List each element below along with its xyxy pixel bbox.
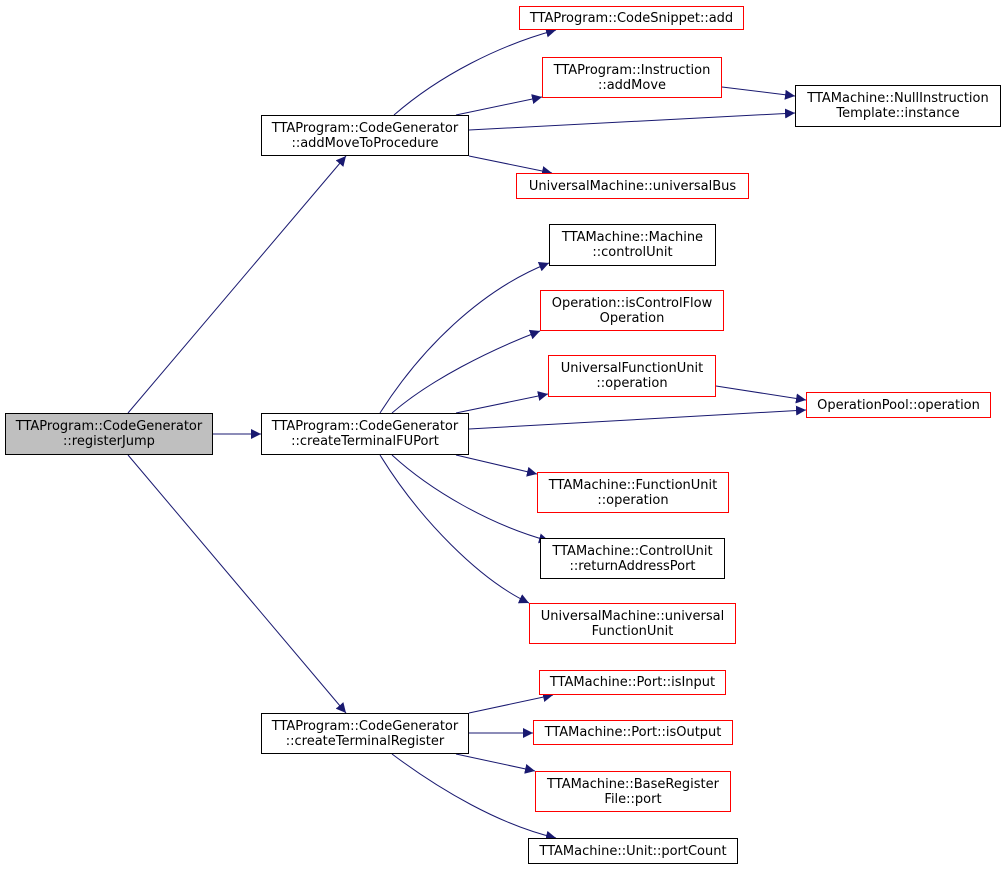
- edge-createTerminalFUPort-to-isControlFlowOperation: [391, 329, 541, 414]
- edge-root-to-addMoveToProcedure: [127, 155, 347, 414]
- node-universal-function-unit[interactable]: UniversalMachine::universal FunctionUnit: [529, 603, 736, 644]
- node-label-line2: ::operation: [597, 492, 669, 508]
- node-create-terminal-fu-port[interactable]: TTAProgram::CodeGenerator ::createTermin…: [261, 413, 469, 455]
- edge-createTerminalFUPort-to-functionUnitOperation: [455, 454, 538, 477]
- node-add-move-to-procedure[interactable]: TTAProgram::CodeGenerator ::addMoveToPro…: [261, 115, 469, 156]
- edge-createTerminalRegister-to-baseRegisterFilePort: [455, 753, 536, 774]
- node-label-line2: ::addMove: [597, 77, 667, 93]
- node-label-line1: TTAMachine::FunctionUnit: [548, 477, 718, 493]
- edge-addMoveToProcedure-to-nullInstructionTemplate: [468, 108, 796, 131]
- node-label-line1: TTAMachine::Port::isOutput: [544, 725, 722, 740]
- edge-createTerminalFUPort-to-machineControlUnit: [379, 261, 550, 414]
- node-operation-pool-operation[interactable]: OperationPool::operation: [806, 392, 991, 418]
- node-create-terminal-register[interactable]: TTAProgram::CodeGenerator ::createTermin…: [261, 713, 469, 754]
- edge-createTerminalFUPort-to-operationPoolOperation: [468, 405, 807, 430]
- edge-universalFUOperation-to-operationPoolOperation: [715, 385, 807, 404]
- node-register-jump: TTAProgram::CodeGenerator ::registerJump: [5, 413, 213, 455]
- node-function-unit-operation[interactable]: TTAMachine::FunctionUnit ::operation: [537, 472, 729, 513]
- node-label-line1: OperationPool::operation: [817, 397, 980, 413]
- node-code-snippet-add[interactable]: TTAProgram::CodeSnippet::add: [519, 6, 744, 30]
- node-label-line2: ::addMoveToProcedure: [291, 135, 439, 151]
- node-label-line1: TTAProgram::CodeGenerator: [271, 120, 459, 136]
- node-null-instruction-template-instance[interactable]: TTAMachine::NullInstruction Template::in…: [795, 85, 1001, 127]
- node-machine-control-unit[interactable]: TTAMachine::Machine ::controlUnit: [549, 224, 716, 266]
- node-label-line2: File::port: [604, 791, 662, 807]
- node-label-line1: TTAMachine::BaseRegister: [547, 776, 719, 792]
- node-label-line2: ::controlUnit: [592, 245, 673, 260]
- edge-root-to-createTerminalRegister: [127, 454, 347, 714]
- node-return-address-port[interactable]: TTAMachine::ControlUnit ::returnAddressP…: [540, 538, 725, 579]
- node-is-control-flow-operation[interactable]: Operation::isControlFlow Operation: [540, 290, 724, 331]
- node-label-line1: TTAProgram::Instruction: [553, 62, 711, 78]
- node-label-line1: Operation::isControlFlow: [551, 295, 713, 311]
- node-universal-function-unit-operation[interactable]: UniversalFunctionUnit ::operation: [548, 355, 716, 397]
- node-instruction-add-move[interactable]: TTAProgram::Instruction ::addMove: [542, 57, 722, 98]
- edge-instructionAddMove-to-nullInstructionTemplate: [721, 86, 796, 100]
- node-base-register-file-port[interactable]: TTAMachine::BaseRegister File::port: [535, 771, 731, 812]
- node-label-line1: UniversalMachine::universal: [540, 608, 725, 624]
- node-label-line1: TTAMachine::NullInstruction: [807, 91, 989, 106]
- node-label-line2: ::returnAddressPort: [569, 558, 696, 574]
- node-label-line1: UniversalMachine::universalBus: [528, 178, 737, 194]
- edge-addMoveToProcedure-to-instructionAddMove: [455, 94, 543, 116]
- node-label-line1: TTAProgram::CodeSnippet::add: [529, 10, 734, 26]
- edge-addMoveToProcedure-to-codeSnippetAdd: [393, 27, 557, 116]
- node-label-line2: ::createTerminalRegister: [285, 733, 445, 749]
- node-label-line2: ::createTerminalFUPort: [291, 434, 439, 449]
- node-port-is-output[interactable]: TTAMachine::Port::isOutput: [533, 720, 733, 745]
- node-label-line2: FunctionUnit: [591, 623, 674, 639]
- node-label-line2: ::registerJump: [63, 434, 155, 449]
- node-label-line1: TTAProgram::CodeGenerator: [271, 419, 459, 434]
- node-label-line1: UniversalFunctionUnit: [560, 361, 704, 376]
- node-label-line1: TTAMachine::Port::isInput: [549, 675, 716, 690]
- node-label-line1: TTAMachine::ControlUnit: [552, 543, 713, 559]
- node-universal-bus[interactable]: UniversalMachine::universalBus: [516, 173, 749, 199]
- node-label-line1: TTAProgram::CodeGenerator: [15, 419, 203, 434]
- node-label-line1: TTAProgram::CodeGenerator: [271, 718, 459, 734]
- edge-createTerminalFUPort-to-universalFUOperation: [455, 391, 549, 414]
- node-unit-port-count[interactable]: TTAMachine::Unit::portCount: [528, 838, 738, 864]
- node-label-line1: TTAMachine::Unit::portCount: [539, 843, 727, 859]
- edge-addMoveToProcedure-to-universalBus: [468, 155, 553, 176]
- node-label-line1: TTAMachine::Machine: [561, 230, 704, 245]
- edge-createTerminalRegister-to-portIsInput: [468, 692, 554, 714]
- node-label-line2: Template::instance: [836, 106, 960, 121]
- edge-createTerminalRegister-to-unitPortCount: [391, 753, 557, 841]
- edge-createTerminalFUPort-to-returnAddressPort: [391, 454, 550, 544]
- node-port-is-input[interactable]: TTAMachine::Port::isInput: [539, 670, 726, 695]
- node-label-line2: Operation: [599, 310, 665, 326]
- edge-createTerminalFUPort-to-universalFunctionUnit: [379, 454, 530, 604]
- node-label-line2: ::operation: [596, 376, 668, 391]
